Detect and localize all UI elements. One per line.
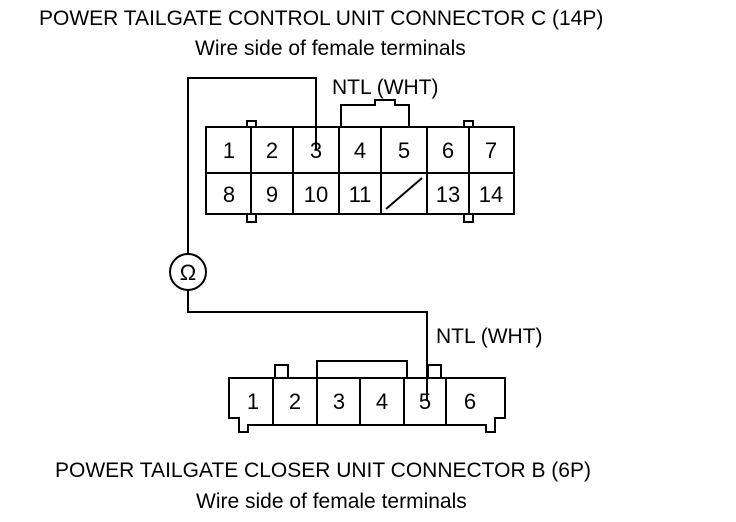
ohmmeter-icon	[169, 253, 207, 291]
terminal-c-8: 8	[223, 182, 235, 207]
probe-wire-lower	[187, 290, 428, 400]
terminal-c-5: 5	[398, 138, 410, 163]
blank-cavity-slash	[385, 177, 423, 210]
probe-wire-upper	[187, 77, 317, 254]
terminal-b-5: 5	[419, 389, 431, 414]
terminal-c-9: 9	[266, 182, 278, 207]
terminal-b-6: 6	[464, 389, 476, 414]
terminal-c-10: 10	[304, 182, 328, 207]
terminal-c-1: 1	[223, 138, 235, 163]
terminal-c-6: 6	[442, 138, 454, 163]
terminal-c-7: 7	[485, 138, 497, 163]
terminal-c-2: 2	[266, 138, 278, 163]
connector-b-housing	[228, 360, 506, 433]
connector-c-housing	[205, 99, 515, 223]
terminal-b-4: 4	[376, 389, 388, 414]
connector-b-wire-label: NTL (WHT)	[436, 325, 543, 348]
connector-c-wire-label: NTL (WHT)	[332, 76, 439, 99]
terminal-b-3: 3	[333, 389, 345, 414]
ohm-symbol: Ω	[180, 260, 196, 285]
terminal-b-2: 2	[289, 389, 301, 414]
terminal-c-14: 14	[479, 182, 503, 207]
connector-c-title: POWER TAILGATE CONTROL UNIT CONNECTOR C …	[39, 7, 604, 30]
connector-c-subtitle: Wire side of female terminals	[195, 37, 466, 60]
terminal-c-3: 3	[310, 138, 322, 163]
terminal-c-13: 13	[436, 182, 460, 207]
terminal-c-4: 4	[354, 138, 366, 163]
connector-b-subtitle: Wire side of female terminals	[196, 490, 467, 513]
connector-b-title: POWER TAILGATE CLOSER UNIT CONNECTOR B (…	[55, 459, 591, 482]
terminal-c-11: 11	[349, 182, 372, 207]
terminal-b-1: 1	[247, 389, 259, 414]
